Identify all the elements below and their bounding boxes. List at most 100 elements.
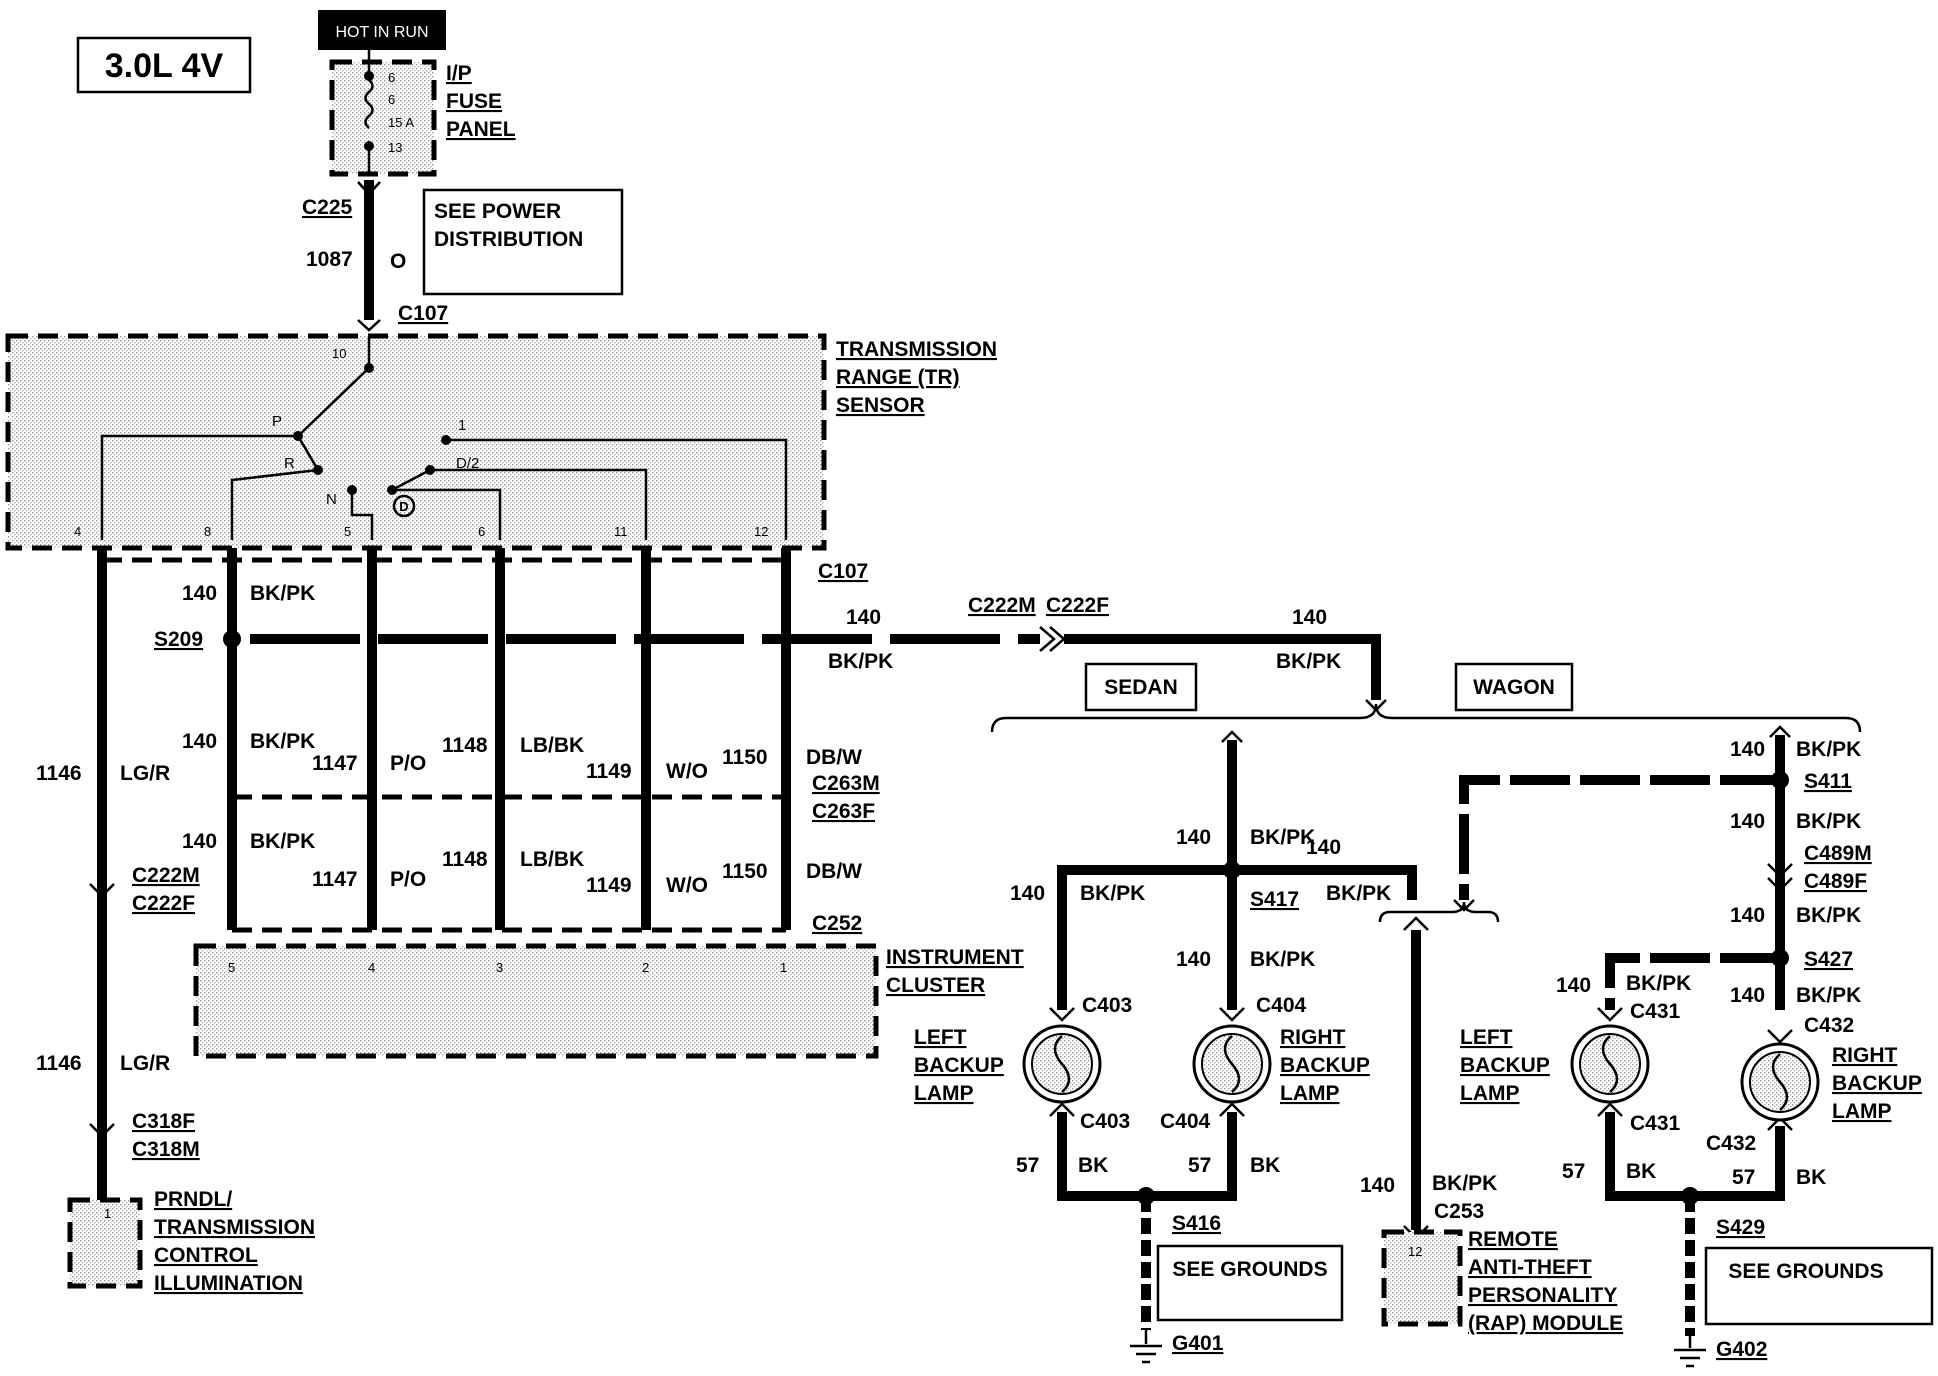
wagon-label: WAGON — [1473, 676, 1555, 699]
fuse-panel-label-1: I/P — [446, 62, 472, 85]
fuse-panel: 6 6 15 A 13 — [329, 50, 437, 177]
circuit-140-s417-top: 140 — [1176, 826, 1211, 849]
connector-c431-top: C431 — [1630, 1000, 1681, 1023]
connector-c431-bottom: C431 — [1630, 1112, 1681, 1135]
connector-c263m: C263M — [812, 772, 880, 795]
tr-pos-1: 1 — [458, 417, 466, 434]
wagon-mid-left-lamp-label-2: BACKUP — [1460, 1054, 1550, 1077]
wagon-mid-left-lamp-label-3: LAMP — [1460, 1082, 1520, 1105]
connector-c222m-left: C222M — [132, 864, 200, 887]
fuse-pin-13: 13 — [388, 140, 402, 155]
prndl-label-4: ILLUMINATION — [154, 1272, 303, 1295]
engine-label: 3.0L 4V — [105, 47, 224, 85]
wagon-right-backup-lamp-icon — [1740, 1042, 1820, 1122]
see-grounds-box-2: SEE GROUNDS — [1704, 1246, 1934, 1326]
color-bkpk-rap: BK/PK — [1432, 1172, 1497, 1195]
ground-g401-icon — [1130, 1330, 1162, 1364]
tr-switch: 10 P R N D D/2 1 — [100, 336, 788, 540]
color-bkpk-c: BK/PK — [250, 830, 315, 853]
connector-c107-top: C107 — [398, 302, 448, 325]
circuit-140-c489: 140 — [1730, 904, 1765, 927]
connector-c222m-right: C222M — [968, 594, 1036, 617]
splice-s427-label: S427 — [1804, 948, 1853, 971]
color-bkpk-sedan-left: BK/PK — [1080, 882, 1145, 905]
color-bkpk-wagon-right: BK/PK — [1796, 984, 1861, 1007]
sedan-box: SEDAN — [1084, 662, 1198, 712]
rap-label-2: ANTI-THEFT — [1468, 1256, 1592, 1279]
connector-c403-bottom: C403 — [1080, 1110, 1130, 1133]
instrument-cluster-label-2: CLUSTER — [886, 974, 985, 997]
circuit-1148-a: 1148 — [442, 734, 488, 757]
circuit-140-sedan-mid: 140 — [1176, 948, 1211, 971]
fuse-rating: 15 A — [388, 115, 414, 130]
sedan-right-lamp-label-3: LAMP — [1280, 1082, 1340, 1105]
wagon-mid-left-lamp-label-1: LEFT — [1460, 1026, 1513, 1049]
circuit-140-s411-top: 140 — [1730, 738, 1765, 761]
color-wo-a: W/O — [666, 760, 708, 783]
color-bkpk-sedan-mid: BK/PK — [1250, 948, 1315, 971]
connector-c107-bottom: C107 — [818, 560, 868, 583]
circuit-1087: 1087 — [306, 248, 353, 271]
color-bkpk-sedan-right: BK/PK — [1326, 882, 1391, 905]
sedan-left-lamp-label-1: LEFT — [914, 1026, 967, 1049]
color-o: O — [390, 250, 406, 273]
color-dbw-b: DB/W — [806, 860, 862, 883]
rap-module: 12 — [1381, 1229, 1463, 1327]
color-bkpk-s411-top: BK/PK — [1796, 738, 1861, 761]
see-power-line2: DISTRIBUTION — [434, 228, 583, 251]
sedan-left-lamp-label-3: LAMP — [914, 1082, 974, 1105]
connector-c252: C252 — [812, 912, 862, 935]
fuse-pin-6b: 6 — [388, 92, 395, 107]
color-dbw-a: DB/W — [806, 746, 862, 769]
color-bk-sedan-left: BK — [1078, 1154, 1108, 1177]
fuse-pin-6a: 6 — [388, 70, 395, 85]
rap-brace — [1378, 901, 1500, 923]
tr-pin-5: 5 — [344, 524, 351, 539]
ground-g402-label: G402 — [1716, 1338, 1767, 1361]
color-lgr-b: LG/R — [120, 1052, 170, 1075]
wagon-box: WAGON — [1454, 662, 1574, 712]
see-grounds-label-2: SEE GROUNDS — [1728, 1260, 1883, 1283]
wagon-right-lamp-label-1: RIGHT — [1832, 1044, 1898, 1067]
circuit-1146-a: 1146 — [36, 762, 82, 785]
fuse-panel-label-3: PANEL — [446, 118, 516, 141]
circuit-140-horizontal: 140 — [846, 606, 881, 629]
wagon-right-lamp-label-3: LAMP — [1832, 1100, 1892, 1123]
tr-pin-6: 6 — [478, 524, 485, 539]
color-bkpk-s417-top: BK/PK — [1250, 826, 1315, 849]
hot-in-run-badge: HOT IN RUN — [318, 10, 446, 50]
circuit-1148-b: 1148 — [442, 848, 488, 871]
connector-c225: C225 — [302, 196, 353, 219]
see-power-line1: SEE POWER — [434, 200, 561, 223]
circuit-140-sedan-left: 140 — [1010, 882, 1045, 905]
color-wo-b: W/O — [666, 874, 708, 897]
circuit-140-rap: 140 — [1360, 1174, 1395, 1197]
circuit-140-sedan-right: 140 — [1306, 836, 1341, 859]
rap-label-4: (RAP) MODULE — [1468, 1312, 1623, 1335]
prndl-label-3: CONTROL — [154, 1244, 258, 1267]
sedan-right-lamp-label-1: RIGHT — [1280, 1026, 1346, 1049]
ground-g402-icon — [1674, 1336, 1706, 1368]
circuit-140-wagon-right: 140 — [1730, 984, 1765, 1007]
tr-sensor-label-2: RANGE (TR) — [836, 366, 960, 389]
splice-s416-label: S416 — [1172, 1212, 1221, 1235]
color-bkpk-wagon-left: BK/PK — [1626, 972, 1691, 995]
splice-s429-label: S429 — [1716, 1216, 1765, 1239]
cluster-pin-5: 5 — [228, 960, 235, 975]
circuit-140-c: 140 — [182, 830, 217, 853]
connector-c222f-left: C222F — [132, 892, 195, 915]
tr-pos-p: P — [272, 413, 282, 430]
color-bk-wagon-right: BK — [1796, 1166, 1826, 1189]
circuit-57-wagon-right: 57 — [1732, 1166, 1755, 1189]
tr-pin-11: 11 — [614, 524, 628, 539]
cluster-pin-2: 2 — [642, 960, 649, 975]
sedan-left-lamp-label-2: BACKUP — [914, 1054, 1004, 1077]
connector-c404-top: C404 — [1256, 994, 1307, 1017]
prndl-pin-1: 1 — [104, 1206, 111, 1221]
circuit-1150-b: 1150 — [722, 860, 768, 883]
prndl-label-1: PRNDL/ — [154, 1188, 232, 1211]
wire-1146 — [89, 548, 115, 1200]
circuit-57-sedan-right: 57 — [1188, 1154, 1211, 1177]
splice-s209-label: S209 — [154, 628, 203, 651]
